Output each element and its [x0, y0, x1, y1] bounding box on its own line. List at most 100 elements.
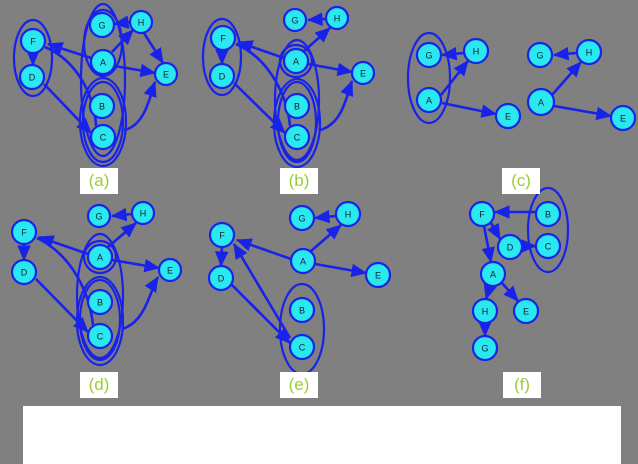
graph-node-A[interactable]: A	[479, 260, 507, 288]
graph-node-H[interactable]: H	[130, 200, 156, 226]
graph-node-G[interactable]: G	[88, 11, 116, 39]
node-circle[interactable]	[350, 60, 376, 86]
node-circle[interactable]	[471, 334, 499, 362]
graph-node-F[interactable]: F	[208, 221, 236, 249]
node-circle[interactable]	[534, 232, 562, 260]
node-circle[interactable]	[534, 200, 562, 228]
node-circle[interactable]	[462, 37, 490, 65]
node-circle[interactable]	[86, 322, 114, 350]
graph-node-D[interactable]: D	[10, 258, 38, 286]
node-circle[interactable]	[86, 243, 114, 271]
node-circle[interactable]	[494, 102, 522, 130]
node-circle[interactable]	[283, 92, 311, 120]
graph-node-E[interactable]: E	[350, 60, 376, 86]
node-circle[interactable]	[130, 200, 156, 226]
node-circle[interactable]	[153, 61, 179, 87]
graph-node-B[interactable]: B	[88, 92, 116, 120]
node-circle[interactable]	[415, 41, 443, 69]
node-circle[interactable]	[324, 5, 350, 31]
graph-node-A[interactable]: A	[86, 243, 114, 271]
node-circle[interactable]	[207, 264, 235, 292]
node-circle[interactable]	[512, 297, 540, 325]
node-circle[interactable]	[89, 123, 117, 151]
graph-node-H[interactable]: H	[575, 38, 603, 66]
node-circle[interactable]	[19, 27, 47, 55]
graph-node-F[interactable]: F	[468, 200, 496, 228]
graph-node-B[interactable]: B	[288, 296, 316, 324]
graph-node-H[interactable]: H	[324, 5, 350, 31]
node-circle[interactable]	[209, 24, 237, 52]
node-circle[interactable]	[86, 203, 112, 229]
graph-node-G[interactable]: G	[86, 203, 112, 229]
graph-node-B[interactable]: B	[534, 200, 562, 228]
node-circle[interactable]	[86, 288, 114, 316]
node-circle[interactable]	[128, 9, 154, 35]
node-circle[interactable]	[88, 92, 116, 120]
node-circle[interactable]	[208, 221, 236, 249]
node-circle[interactable]	[526, 87, 556, 117]
graph-node-H[interactable]: H	[334, 200, 362, 228]
graph-node-D[interactable]: D	[18, 63, 46, 91]
graph-node-G[interactable]: G	[282, 7, 308, 33]
node-circle[interactable]	[415, 86, 443, 114]
graph-node-D[interactable]: D	[208, 62, 236, 90]
node-circle[interactable]	[283, 123, 311, 151]
node-circle[interactable]	[289, 247, 317, 275]
graph-node-E[interactable]: E	[494, 102, 522, 130]
node-circle[interactable]	[288, 296, 316, 324]
graph-node-C[interactable]: C	[86, 322, 114, 350]
graph-node-F[interactable]: F	[19, 27, 47, 55]
node-circle[interactable]	[89, 48, 117, 76]
graph-node-D[interactable]: D	[496, 233, 524, 261]
cluster-ellipse	[526, 186, 570, 274]
graph-node-C[interactable]: C	[534, 232, 562, 260]
node-circle[interactable]	[208, 62, 236, 90]
node-circle[interactable]	[575, 38, 603, 66]
graph-node-H[interactable]: H	[471, 297, 499, 325]
graph-node-A[interactable]: A	[89, 48, 117, 76]
node-circle[interactable]	[288, 204, 316, 232]
node-circle[interactable]	[88, 11, 116, 39]
node-circle[interactable]	[282, 7, 308, 33]
node-circle[interactable]	[157, 257, 183, 283]
node-circle[interactable]	[10, 218, 38, 246]
graph-node-G[interactable]: G	[288, 204, 316, 232]
graph-node-B[interactable]: B	[283, 92, 311, 120]
graph-node-C[interactable]: C	[283, 123, 311, 151]
edge-A-to-F	[236, 238, 292, 261]
graph-node-E[interactable]: E	[157, 257, 183, 283]
graph-node-E[interactable]: E	[153, 61, 179, 87]
graph-node-B[interactable]: B	[86, 288, 114, 316]
node-circle[interactable]	[18, 63, 46, 91]
graph-node-G[interactable]: G	[471, 334, 499, 362]
graph-node-A[interactable]: A	[282, 47, 310, 75]
node-circle[interactable]	[334, 200, 362, 228]
graph-node-F[interactable]: F	[10, 218, 38, 246]
node-circle[interactable]	[479, 260, 507, 288]
node-circle[interactable]	[282, 47, 310, 75]
node-circle[interactable]	[526, 41, 554, 69]
graph-node-E[interactable]: E	[609, 104, 637, 132]
graph-node-G[interactable]: G	[526, 41, 554, 69]
graph-node-C[interactable]: C	[89, 123, 117, 151]
graph-node-D[interactable]: D	[207, 264, 235, 292]
graph-node-E[interactable]: E	[512, 297, 540, 325]
graph-node-A[interactable]: A	[415, 86, 443, 114]
node-circle[interactable]	[288, 333, 316, 361]
graph-node-F[interactable]: F	[209, 24, 237, 52]
graph-node-H[interactable]: H	[462, 37, 490, 65]
graph-node-E[interactable]: E	[364, 261, 392, 289]
graph-node-A[interactable]: A	[526, 87, 556, 117]
node-circle[interactable]	[364, 261, 392, 289]
node-circle[interactable]	[609, 104, 637, 132]
node-circle[interactable]	[496, 233, 524, 261]
node-circle[interactable]	[471, 297, 499, 325]
graph-node-G[interactable]: G	[415, 41, 443, 69]
graph-node-H[interactable]: H	[128, 9, 154, 35]
graph-node-A[interactable]: A	[289, 247, 317, 275]
graph-node-C[interactable]: C	[288, 333, 316, 361]
node-circle[interactable]	[10, 258, 38, 286]
node-circle[interactable]	[468, 200, 496, 228]
